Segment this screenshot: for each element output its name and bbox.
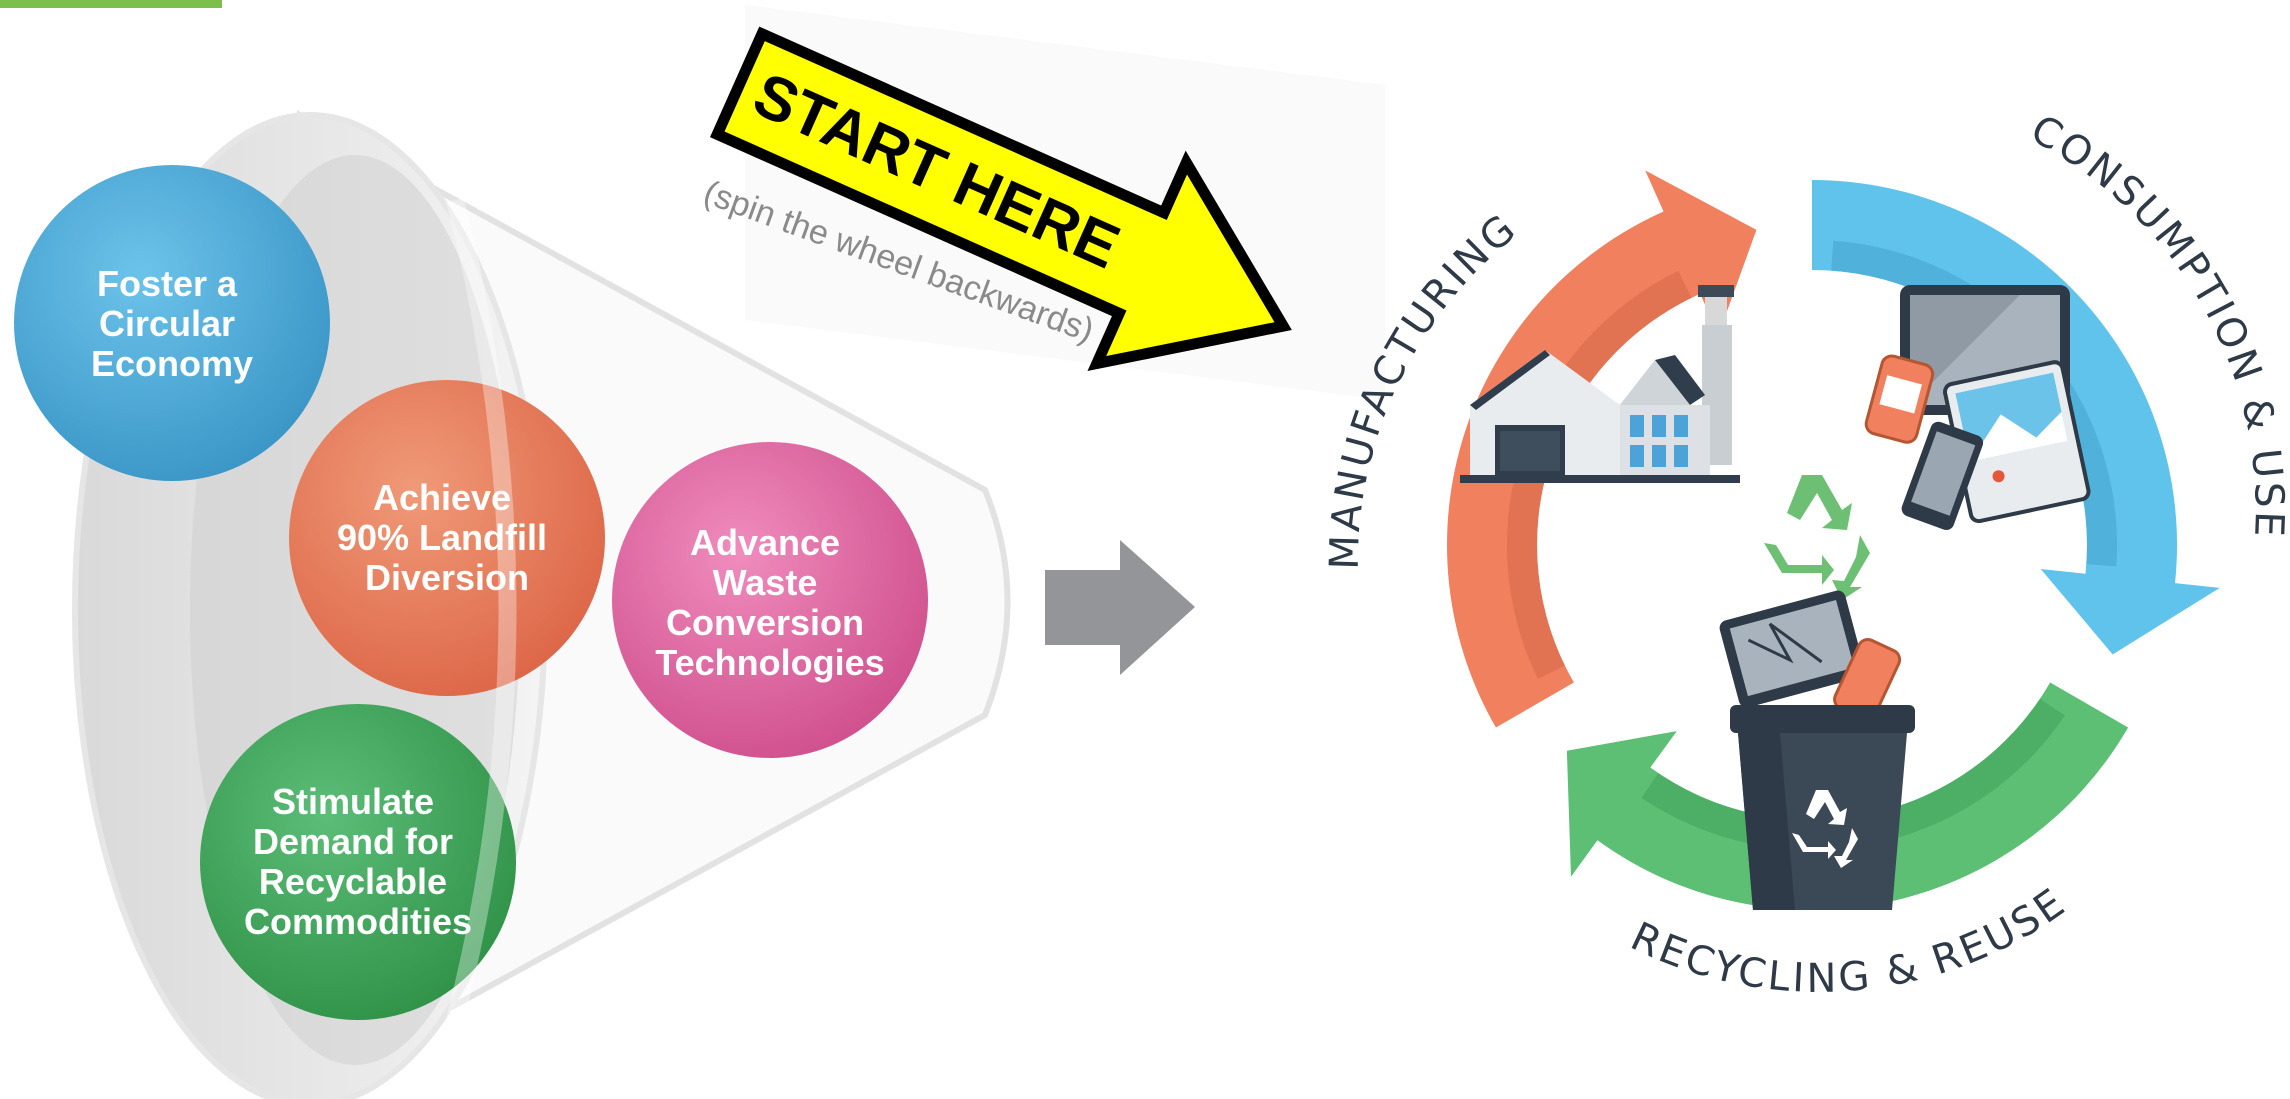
arrow-right-icon (1045, 540, 1195, 675)
wheel-arrow-recycling-shade (1641, 698, 2065, 850)
factory-icon (1460, 285, 1740, 483)
goal-text-waste-conversion: Advance Waste Conversion Technologies (655, 522, 884, 683)
goal-circle-circular-economy: Foster a Circular Economy (14, 165, 330, 481)
goal-circle-waste-conversion: Advance Waste Conversion Technologies (612, 442, 928, 758)
start-here-callout: START HERE (spin the wheel backwards) (699, 5, 1385, 400)
goal-circle-landfill-diversion: Achieve 90% Landfill Diversion (289, 380, 605, 696)
wheel-arrow-manufacturing (1447, 170, 1757, 728)
accent-bar (0, 0, 222, 8)
goal-text-circular-economy: Foster a Circular Economy (91, 263, 253, 384)
goal-text-recyclable-demand: Stimulate Demand for Recyclable Commodit… (244, 781, 472, 942)
start-here-arrow (710, 26, 1292, 372)
recycle-bin-icon (1719, 590, 1915, 910)
recycle-symbol-icon (1764, 475, 1870, 600)
wheel-arrow-recycling (1566, 682, 2129, 911)
devices-icon (1864, 285, 2091, 530)
goal-text-landfill-diversion: Achieve 90% Landfill Diversion (337, 477, 557, 598)
goal-circle-recyclable-demand: Stimulate Demand for Recyclable Commodit… (200, 704, 516, 1020)
wheel-arrow-consumption (1812, 180, 2220, 655)
